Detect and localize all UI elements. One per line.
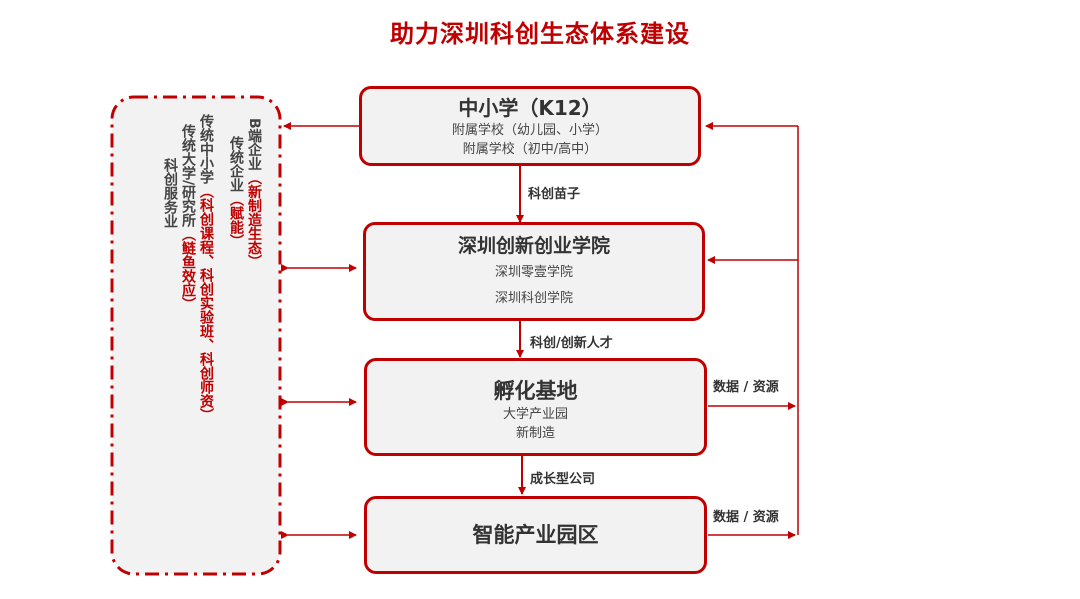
box-academy: 深圳创新创业学院 深圳零壹学院 深圳科创学院 xyxy=(363,222,705,321)
side-col-services: 科创服务业 xyxy=(162,158,178,228)
box-incubator: 孵化基地 大学产业园 新制造 xyxy=(364,358,707,456)
box-academy-title: 深圳创新创业学院 xyxy=(457,235,610,257)
label-k12-to-academy: 科创苗子 xyxy=(528,187,581,202)
box-park: 智能产业园区 xyxy=(364,496,707,574)
box-incubator-title: 孵化基地 xyxy=(493,379,578,403)
label-incubator-to-park: 成长型公司 xyxy=(530,472,596,487)
box-k12: 中小学（K12） 附属学校（幼儿园、小学） 附属学校（初中/高中） xyxy=(359,86,701,166)
label-park-feedback: 数据 / 资源 xyxy=(713,510,779,525)
box-k12-line-2: 附属学校（初中/高中） xyxy=(462,142,598,157)
box-academy-line-1: 深圳零壹学院 xyxy=(494,265,573,280)
side-panel-text: B端企业（新制造生态） 传统企业（赋能） 传统中小学（科创课程、科创实验班、科创… xyxy=(118,114,274,558)
box-incubator-line-2: 新制造 xyxy=(515,426,555,441)
diagram-title: 助力深圳科创生态体系建设 xyxy=(390,20,690,48)
box-park-title: 智能产业园区 xyxy=(472,523,599,547)
box-k12-line-1: 附属学校（幼儿园、小学） xyxy=(451,123,608,138)
label-academy-to-incubator: 科创/创新人才 xyxy=(530,336,613,351)
side-panel-border xyxy=(110,95,282,576)
label-incubator-feedback: 数据 / 资源 xyxy=(713,380,779,395)
side-col-b2b: B端企业（新制造生态） xyxy=(246,118,262,269)
box-academy-line-2: 深圳科创学院 xyxy=(494,291,573,306)
box-incubator-line-1: 大学产业园 xyxy=(502,407,568,422)
side-col-traditional-enterprise: 传统企业（赋能） xyxy=(228,136,244,248)
box-k12-title: 中小学（K12） xyxy=(458,96,602,120)
side-col-university: 传统大学/研究所（鲢鱼效应） xyxy=(180,124,196,312)
side-col-primary-secondary: 传统中小学（科创课程、科创实验班、科创师资） xyxy=(198,114,214,422)
